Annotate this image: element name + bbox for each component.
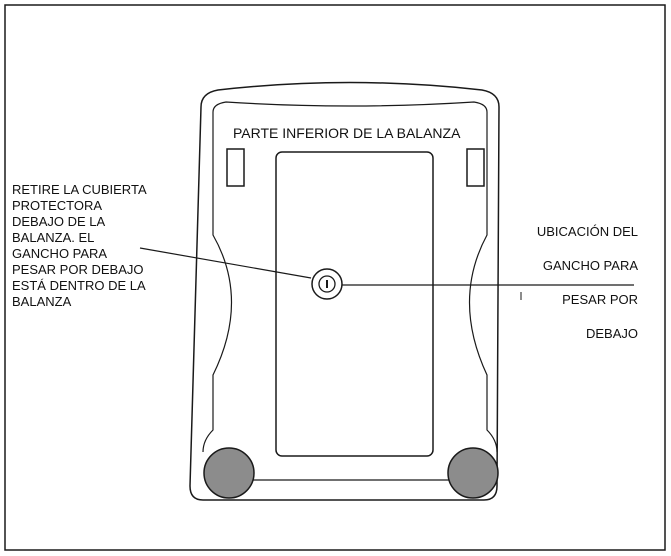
hook-inner-ring bbox=[318, 275, 336, 293]
left-leader-line bbox=[139, 247, 312, 279]
left-callout-line: BALANZA. EL bbox=[12, 230, 95, 245]
left-callout-line: GANCHO PARA bbox=[12, 246, 108, 261]
right-callout-line: UBICACIÓN DEL bbox=[536, 224, 638, 239]
left-callout-line: DEBAJO DE LA bbox=[12, 214, 106, 229]
right-callout-line: DEBAJO bbox=[585, 326, 638, 341]
left-callout-line: PROTECTORA bbox=[12, 198, 103, 213]
figure-frame bbox=[4, 4, 666, 551]
left-callout-line: BALANZA bbox=[12, 294, 72, 309]
scale-inner-outline bbox=[202, 101, 498, 453]
left-foot bbox=[203, 447, 255, 499]
hook-outer-ring bbox=[311, 268, 343, 300]
right-callout-line: PESAR POR bbox=[562, 292, 638, 307]
right-tab bbox=[466, 148, 485, 187]
right-callout: UBICACIÓN DEL GANCHO PARA PESAR POR DEBA… bbox=[537, 225, 638, 361]
scale-bottom-title: PARTE INFERIOR DE LA BALANZA bbox=[233, 125, 461, 141]
left-callout-line: ESTÁ DENTRO DE LA bbox=[12, 278, 146, 293]
left-tab bbox=[226, 148, 245, 187]
scale-body-outline bbox=[189, 81, 500, 501]
left-callout: RETIRE LA CUBIERTA PROTECTORA DEBAJO DE … bbox=[12, 183, 147, 311]
right-foot bbox=[447, 447, 499, 499]
right-callout-line: GANCHO PARA bbox=[542, 258, 638, 273]
left-callout-line: RETIRE LA CUBIERTA bbox=[12, 182, 147, 197]
left-callout-line: PESAR POR DEBAJO bbox=[12, 262, 144, 277]
protective-cover bbox=[275, 151, 434, 457]
